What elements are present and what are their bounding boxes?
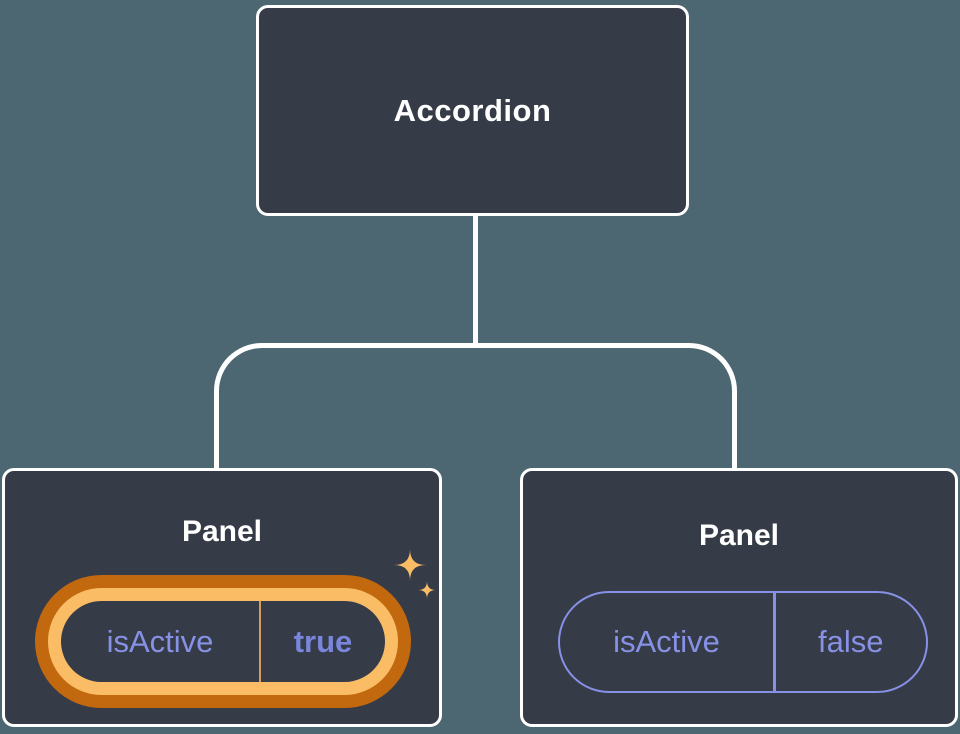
connector-stem: [473, 214, 478, 346]
accordion-node: Accordion: [256, 5, 689, 216]
prop-name: isActive: [106, 623, 214, 659]
prop-pill-active: isActive true: [61, 601, 385, 682]
prop-value: true: [293, 623, 353, 659]
sparkle-large-icon: [394, 549, 426, 581]
panel-title: Panel: [181, 515, 263, 548]
prop-pill-highlight-ring-inner: isActive true: [48, 588, 398, 695]
panel-title: Panel: [698, 519, 780, 552]
prop-pill-highlight-ring: isActive true: [35, 575, 411, 708]
panel-node-inactive: Panel isActive false: [520, 468, 958, 727]
sparkle-icon: [394, 549, 436, 599]
prop-value: false: [818, 624, 884, 659]
pill-divider: [773, 593, 776, 691]
panel-node-active: Panel isActive true: [2, 468, 442, 727]
prop-pill-inactive: isActive false: [558, 591, 928, 693]
accordion-node-label: Accordion: [393, 92, 552, 128]
connector-bracket: [214, 343, 737, 469]
prop-name: isActive: [613, 624, 720, 659]
sparkle-small-icon: [418, 581, 436, 599]
pill-divider: [259, 601, 261, 682]
